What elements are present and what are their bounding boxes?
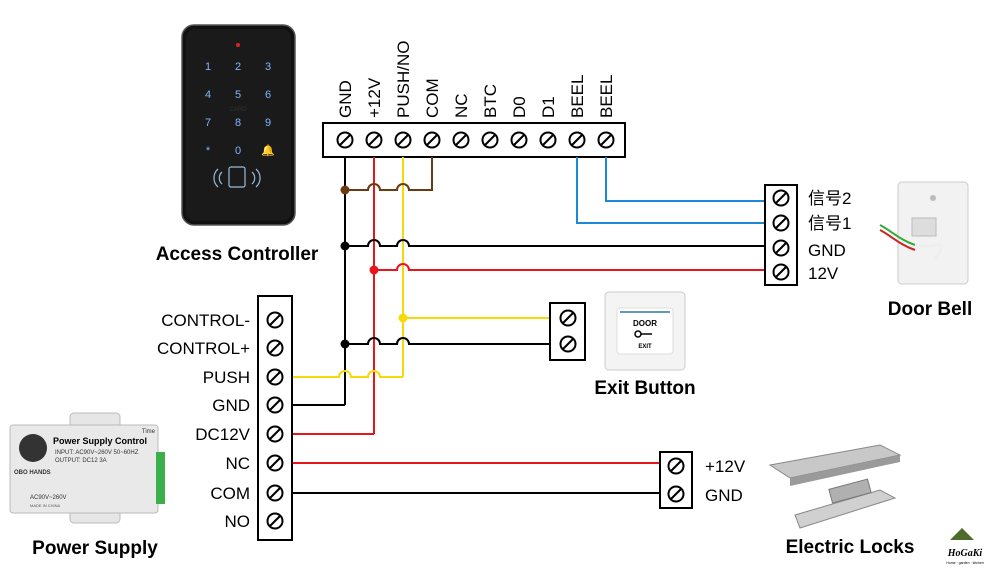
keypad-key: 6 — [265, 89, 271, 101]
hogaki-logo: HoGaKi Home · garden · kitchen — [946, 528, 984, 565]
ps-device-time: Time — [142, 429, 156, 435]
ps-device-input: INPUT: AC90V~260V 50~60HZ — [55, 450, 139, 456]
keypad-key: 8 — [235, 117, 241, 129]
terminal-screw-icon — [266, 311, 284, 329]
lock-terminal-label: GND — [705, 486, 743, 505]
power-supply-terminal-label: COM — [210, 484, 250, 503]
terminal-screw-icon — [266, 396, 284, 414]
controller-terminal-label: D1 — [539, 96, 558, 118]
keypad-key: 5 — [235, 89, 241, 101]
power-supply-terminal-label: NO — [225, 512, 251, 531]
keypad-image: 1 2 3 4 5 6 7 8 9 * 0 🔔 CARD — [181, 24, 296, 226]
controller-terminal-label: PUSH/NO — [394, 41, 413, 118]
bell-terminal-label: 信号2 — [808, 189, 851, 208]
keypad-key: 0 — [235, 145, 241, 157]
keypad-key: 7 — [205, 117, 211, 129]
wire-bell-12v — [374, 263, 765, 271]
terminal-screw-icon — [266, 425, 284, 443]
exit-plate-text-bottom: EXIT — [638, 344, 652, 350]
terminal-screw-icon — [481, 131, 499, 149]
terminal-screw-icon — [336, 131, 354, 149]
junction-dots — [340, 185, 408, 349]
door-bell-title: Door Bell — [888, 299, 972, 320]
power-supply-title: Power Supply — [32, 538, 158, 559]
keypad-key: 9 — [265, 117, 271, 129]
electric-lock-image — [768, 444, 902, 529]
wire-ps-push — [292, 370, 403, 378]
bell-terminal-label: 12V — [808, 264, 839, 283]
logo-tagline: Home · garden · kitchen — [946, 561, 984, 565]
access-controller-title: Access Controller — [156, 244, 319, 265]
exit-button-title: Exit Button — [594, 378, 695, 399]
power-supply-terminal-label: PUSH — [203, 368, 250, 387]
controller-terminal-label: GND — [336, 80, 355, 118]
wire-exit-gnd — [345, 337, 550, 345]
keypad-key: 2 — [235, 61, 241, 73]
wire-bell-signal2 — [605, 157, 765, 202]
keypad-card-text: CARD — [229, 107, 247, 113]
keypad-key: 1 — [205, 61, 211, 73]
ps-device-ac: AC90V~260V — [30, 495, 67, 501]
terminal-screw-icon — [597, 131, 615, 149]
exit-plate-text-top: DOOR — [633, 319, 657, 328]
terminal-screw-icon — [452, 131, 470, 149]
terminal-screw-icon — [394, 131, 412, 149]
terminal-screw-icon — [568, 131, 586, 149]
terminal-screw-icon — [423, 131, 441, 149]
controller-terminal-label: BEEL — [568, 75, 587, 118]
bell-terminal-label: GND — [808, 241, 846, 260]
door-bell-terminal-block: 信号2 信号1 GND 12V — [764, 184, 851, 286]
ps-device-output: OUTPUT: DC12 3A — [55, 458, 107, 464]
terminal-screw-icon — [539, 131, 557, 149]
power-supply-image: Power Supply Control Time INPUT: AC90V~2… — [9, 412, 165, 524]
electric-lock-terminal-block: +12V GND — [659, 451, 746, 509]
controller-terminal-block: GND +12V PUSH/NO COM NC BTC D0 D1 BEEL BEEL — [322, 41, 626, 158]
power-supply-terminal-label: NC — [225, 454, 250, 473]
keypad-key: 3 — [265, 61, 271, 73]
power-supply-terminal-label: CONTROL- — [161, 311, 250, 330]
terminal-screw-icon — [365, 131, 383, 149]
exit-button-image: DOOR EXIT — [604, 291, 686, 371]
power-supply-terminal-label: CONTROL+ — [157, 339, 250, 358]
keypad-key: * — [206, 145, 211, 157]
terminal-screw-icon — [266, 512, 284, 530]
keypad-key: 🔔 — [261, 144, 275, 157]
terminal-screw-icon — [266, 368, 284, 386]
ps-device-title: Power Supply Control — [53, 436, 147, 446]
keypad-key: 4 — [205, 89, 211, 101]
terminal-screw-icon — [266, 454, 284, 472]
ps-device-made: MADE IN CHINA — [30, 503, 61, 508]
terminal-screw-icon — [266, 484, 284, 502]
terminal-screw-icon — [266, 339, 284, 357]
logo-name: HoGaKi — [947, 548, 983, 559]
lock-terminal-label: +12V — [705, 457, 746, 476]
power-supply-terminal-block: CONTROL- CONTROL+ PUSH GND DC12V NC COM NO — [157, 295, 293, 541]
controller-terminal-label: BTC — [481, 84, 500, 118]
controller-terminal-label: COM — [423, 78, 442, 118]
power-supply-terminal-label: GND — [212, 396, 250, 415]
exit-button-terminal-block — [549, 302, 586, 361]
wire-bell-signal1 — [576, 157, 765, 224]
ps-device-brand: OBO HANDS — [14, 470, 51, 476]
controller-terminal-label: +12V — [365, 77, 384, 118]
electric-locks-title: Electric Locks — [786, 537, 915, 558]
door-bell-image — [879, 181, 969, 285]
bell-terminal-label: 信号1 — [808, 214, 851, 233]
controller-terminal-label: NC — [452, 93, 471, 118]
terminal-screw-icon — [510, 131, 528, 149]
controller-terminal-label: BEEL — [597, 75, 616, 118]
wire-bell-gnd — [345, 239, 765, 247]
wire-com — [345, 157, 433, 191]
controller-terminal-label: D0 — [510, 96, 529, 118]
power-supply-terminal-label: DC12V — [195, 425, 250, 444]
